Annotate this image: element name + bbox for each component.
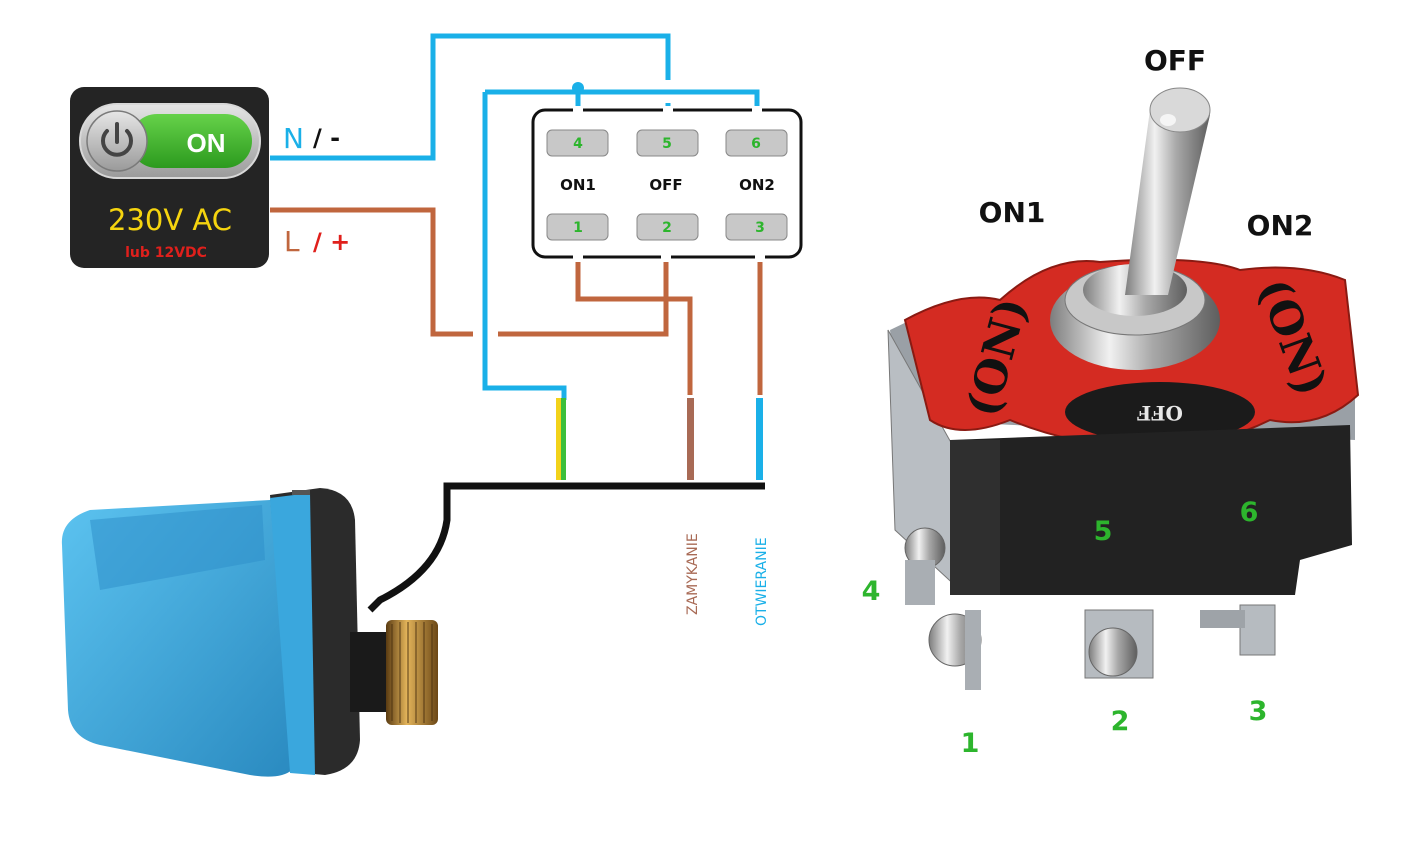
terminal-4-label: 4 <box>862 576 881 607</box>
pin-6-label: 6 <box>751 136 761 152</box>
terminal-1-label: 1 <box>961 728 980 759</box>
plate-off-text: OFF <box>1137 401 1183 425</box>
ground-wire-green <box>561 398 566 480</box>
neutral-letter: N <box>283 122 304 155</box>
photo-on1-label: ON1 <box>979 196 1046 229</box>
alt-voltage-label: lub 12VDC <box>125 245 207 261</box>
live-letter: L <box>284 225 300 258</box>
live-wire-to-pin2 <box>498 250 669 337</box>
pin-4: 4 <box>546 129 609 157</box>
switch-lever <box>1125 98 1210 296</box>
terminal-2-label: 2 <box>1111 706 1130 737</box>
open-wire <box>756 398 763 480</box>
pin-5: 5 <box>636 129 699 157</box>
power-source-box: ON 230V AC lub 12VDC <box>70 87 269 268</box>
voltage-label: 230V AC <box>108 203 232 237</box>
knurled-nut <box>386 620 438 725</box>
neutral-wire-main <box>270 33 671 161</box>
pin-3-label: 3 <box>755 220 765 236</box>
power-button-label: ON <box>187 128 226 158</box>
photo-on2-label: ON2 <box>1247 209 1314 242</box>
close-wire <box>687 398 694 480</box>
close-label: ZAMYKANIE <box>685 533 701 615</box>
pin-6: 6 <box>725 129 788 157</box>
pin-2: 2 <box>636 213 699 241</box>
neutral-polarity: / - <box>313 124 340 152</box>
pin-4-label: 4 <box>573 136 583 152</box>
pin-1-label: 1 <box>573 220 583 236</box>
power-icon <box>101 122 133 157</box>
ground-wire-yellow <box>556 398 561 480</box>
actuator-shaft <box>350 632 392 712</box>
photo-off-label: OFF <box>1144 44 1206 77</box>
actuator-cable <box>367 482 765 613</box>
pin-1: 1 <box>546 213 609 241</box>
position-off: OFF <box>649 176 682 194</box>
valve-actuator <box>61 488 438 777</box>
terminal-3-label: 3 <box>1249 696 1268 727</box>
switch-schematic: 4 5 6 ON1 OFF ON2 1 2 3 <box>531 106 803 262</box>
junction-dot <box>572 82 584 94</box>
switch-body <box>950 425 1352 595</box>
position-on1: ON1 <box>560 176 596 194</box>
toggle-switch-photo: OFF ON1 ON2 OFF (ON) (ON) <box>862 44 1360 759</box>
position-on2: ON2 <box>739 176 775 194</box>
pin-2-label: 2 <box>662 220 672 236</box>
open-label: OTWIERANIE <box>754 537 770 626</box>
live-wire-main <box>270 207 473 337</box>
terminal-screws <box>904 527 1276 690</box>
terminal-5-label: 5 <box>1094 516 1113 547</box>
neutral-bus <box>482 92 567 400</box>
pin-3: 3 <box>725 213 788 241</box>
power-switch-button[interactable]: ON <box>79 103 261 179</box>
pin1-wire <box>575 250 693 395</box>
live-polarity: / + <box>313 228 350 256</box>
terminal-6-label: 6 <box>1240 497 1259 528</box>
pin-5-label: 5 <box>662 136 672 152</box>
